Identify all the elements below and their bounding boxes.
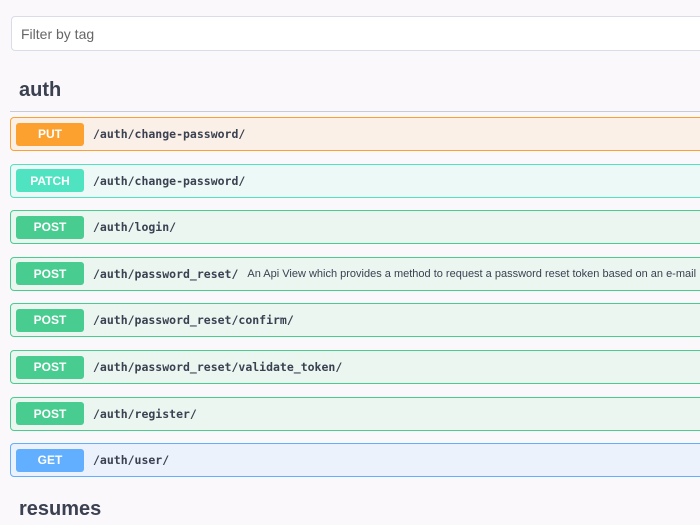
method-badge-post: POST (16, 355, 84, 379)
method-badge-post: POST (16, 215, 84, 239)
operation-path: /auth/user/ (93, 453, 170, 468)
operation-path: /auth/password_reset/validate_token/ (93, 360, 343, 374)
tag-header-auth[interactable]: auth (10, 68, 700, 112)
filter-by-tag-input[interactable] (11, 16, 700, 51)
operation-description: An Api View which provides a method to r… (247, 267, 697, 280)
tag-header-resumes[interactable]: resumes (19, 498, 102, 520)
operation-row[interactable]: POST/auth/register/ (10, 396, 700, 431)
operation-path: /auth/password_reset/ (93, 266, 239, 281)
operation-path: /auth/password_reset/confirm/ (93, 313, 294, 328)
operation-row[interactable]: POST/auth/password_reset/confirm/ (10, 303, 700, 338)
operation-path: /auth/register/ (93, 406, 197, 421)
operation-path: /auth/change-password/ (93, 173, 246, 188)
operation-row[interactable]: PATCH/auth/change-password/ (10, 163, 700, 198)
operation-row[interactable]: POST/auth/login/ (10, 210, 700, 245)
operation-path: /auth/login/ (93, 220, 177, 235)
method-badge-get: GET (16, 448, 84, 472)
method-badge-post: POST (16, 308, 84, 332)
operation-row[interactable]: POST/auth/password_reset/validate_token/ (10, 350, 700, 384)
method-badge-put: PUT (16, 122, 84, 146)
operation-row[interactable]: GET/auth/user/ (10, 443, 700, 478)
operation-row[interactable]: PUT/auth/change-password/ (10, 117, 700, 151)
method-badge-patch: PATCH (16, 169, 84, 193)
method-badge-post: POST (16, 402, 84, 426)
operation-row[interactable]: POST/auth/password_reset/An Api View whi… (10, 256, 700, 291)
operation-path: /auth/change-password/ (93, 127, 246, 141)
method-badge-post: POST (16, 262, 84, 286)
